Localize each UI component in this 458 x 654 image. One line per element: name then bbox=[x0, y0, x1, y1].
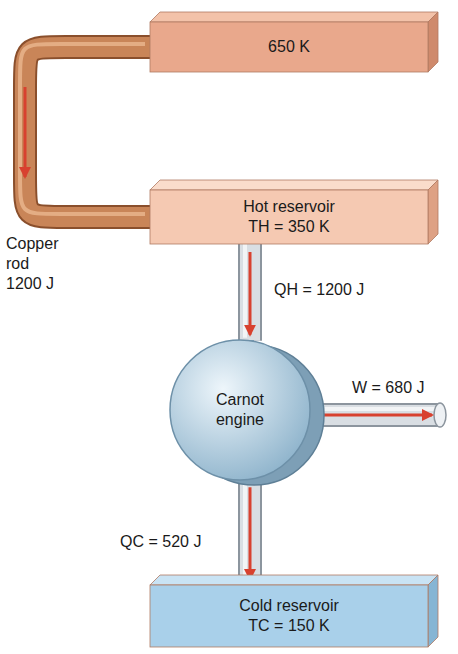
heat-flow-arrow bbox=[249, 487, 252, 579]
box-side-face bbox=[428, 180, 438, 244]
box-side-face bbox=[428, 12, 438, 72]
engine-cylinder: Carnot engine bbox=[170, 340, 310, 480]
box-top-face bbox=[150, 575, 438, 585]
flow-label: Copper rod 1200 J bbox=[4, 234, 62, 294]
hot-reservoir-box: Hot reservoirTH = 350 K bbox=[150, 190, 428, 244]
rod-outline bbox=[25, 47, 150, 217]
engine-drawing bbox=[170, 340, 310, 480]
node-title: 650 K bbox=[268, 37, 310, 57]
rod-end-cap bbox=[434, 403, 446, 427]
engine-front bbox=[170, 340, 310, 480]
flow-label: QH = 1200 J bbox=[272, 280, 366, 300]
rod-outline bbox=[238, 479, 262, 585]
box-top-face bbox=[150, 180, 438, 190]
box-front-face bbox=[150, 585, 428, 647]
node-title: Hot reservoir bbox=[243, 197, 335, 217]
box-front-face bbox=[150, 22, 428, 72]
heat-flow-arrow bbox=[249, 252, 252, 335]
rod-highlight bbox=[243, 241, 247, 338]
heat-rod bbox=[245, 241, 250, 341]
box-top-face bbox=[150, 12, 438, 22]
copper-rod bbox=[20, 44, 150, 217]
work-arrow bbox=[315, 414, 432, 417]
heat-rod bbox=[245, 476, 250, 585]
node-title: Carnot engine bbox=[195, 390, 285, 430]
heat-source-box: 650 K bbox=[150, 22, 428, 72]
node-value: TC = 150 K bbox=[248, 616, 329, 636]
box-side-face bbox=[428, 575, 438, 647]
node-value: TH = 350 K bbox=[248, 217, 329, 237]
box-front-face bbox=[150, 190, 428, 244]
rod-highlight bbox=[243, 476, 247, 582]
box-faces bbox=[150, 585, 428, 647]
flow-label: QC = 520 J bbox=[118, 532, 203, 552]
cold-reservoir-box: Cold reservoirTC = 150 K bbox=[150, 585, 428, 647]
rod-highlight bbox=[20, 44, 145, 214]
work-label: W = 680 J bbox=[350, 378, 426, 398]
heat-flow-arrow bbox=[24, 87, 27, 177]
node-title: Cold reservoir bbox=[239, 596, 339, 616]
rod-outline bbox=[238, 244, 262, 341]
rod-body bbox=[25, 47, 150, 217]
